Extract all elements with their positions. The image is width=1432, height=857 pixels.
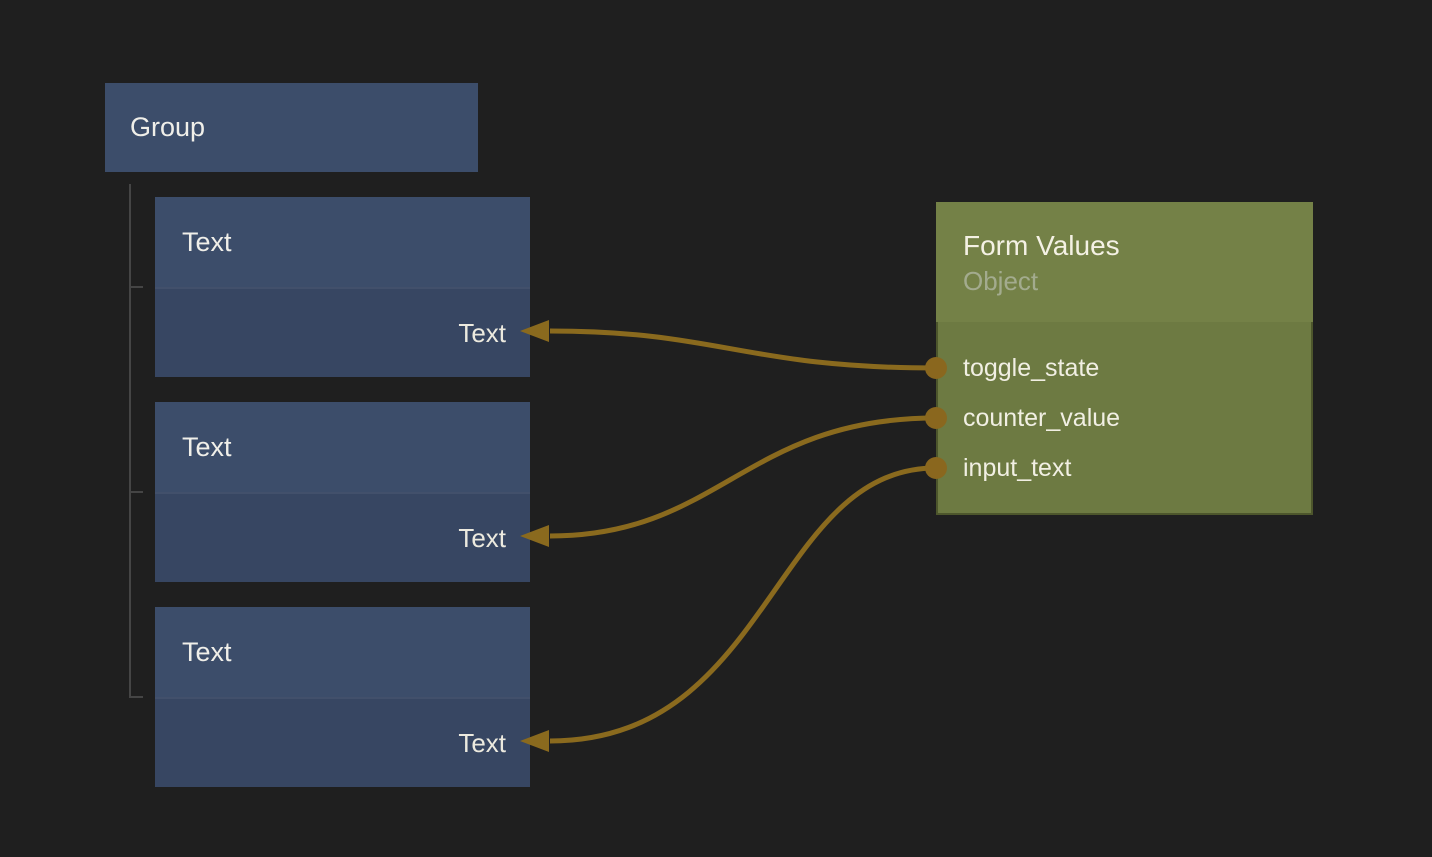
group-node[interactable]: Group bbox=[105, 83, 478, 172]
text-node-3[interactable]: Text Text bbox=[155, 607, 530, 787]
text-node-1[interactable]: Text Text bbox=[155, 197, 530, 377]
wire-input-text-to-text-3[interactable] bbox=[549, 465, 937, 744]
output-field-toggle-state[interactable]: toggle_state bbox=[963, 354, 1100, 382]
text-node-2-title: Text bbox=[182, 432, 232, 462]
wire-counter-value-to-text-2[interactable] bbox=[549, 415, 937, 539]
form-values-node[interactable]: Form Values Object toggle_state counter_… bbox=[936, 202, 1313, 515]
form-values-node-title: Form Values bbox=[963, 230, 1120, 261]
form-values-node-body: toggle_state counter_value input_text bbox=[936, 322, 1313, 493]
wire-arrowhead-text-1 bbox=[520, 320, 549, 342]
form-values-node-subtitle: Object bbox=[963, 266, 1039, 296]
group-tree-line bbox=[129, 184, 143, 698]
output-field-counter-value[interactable]: counter_value bbox=[963, 404, 1121, 432]
wire-toggle-state-to-text-1[interactable] bbox=[549, 328, 937, 371]
text-node-1-header[interactable]: Text bbox=[155, 197, 530, 287]
output-port-counter-value[interactable] bbox=[925, 407, 947, 429]
text-node-2-body: Text bbox=[155, 492, 530, 582]
wire-arrowhead-text-2 bbox=[520, 525, 549, 547]
text-node-2-header[interactable]: Text bbox=[155, 402, 530, 492]
text-node-1-input-label: Text bbox=[458, 318, 506, 348]
text-node-3-header[interactable]: Text bbox=[155, 607, 530, 697]
text-node-3-body: Text bbox=[155, 697, 530, 787]
text-node-3-input-label: Text bbox=[458, 728, 506, 758]
text-node-1-title: Text bbox=[182, 227, 232, 257]
output-port-input-text[interactable] bbox=[925, 457, 947, 479]
text-node-1-body: Text bbox=[155, 287, 530, 377]
text-node-2-input-label: Text bbox=[458, 523, 506, 553]
text-node-2[interactable]: Text Text bbox=[155, 402, 530, 582]
output-field-input-text[interactable]: input_text bbox=[963, 454, 1072, 482]
group-node-title: Group bbox=[130, 112, 206, 142]
text-node-3-title: Text bbox=[182, 637, 232, 667]
output-port-toggle-state[interactable] bbox=[925, 357, 947, 379]
wire-arrowhead-text-3 bbox=[520, 730, 549, 752]
form-values-node-header[interactable]: Form Values Object bbox=[936, 202, 1313, 322]
